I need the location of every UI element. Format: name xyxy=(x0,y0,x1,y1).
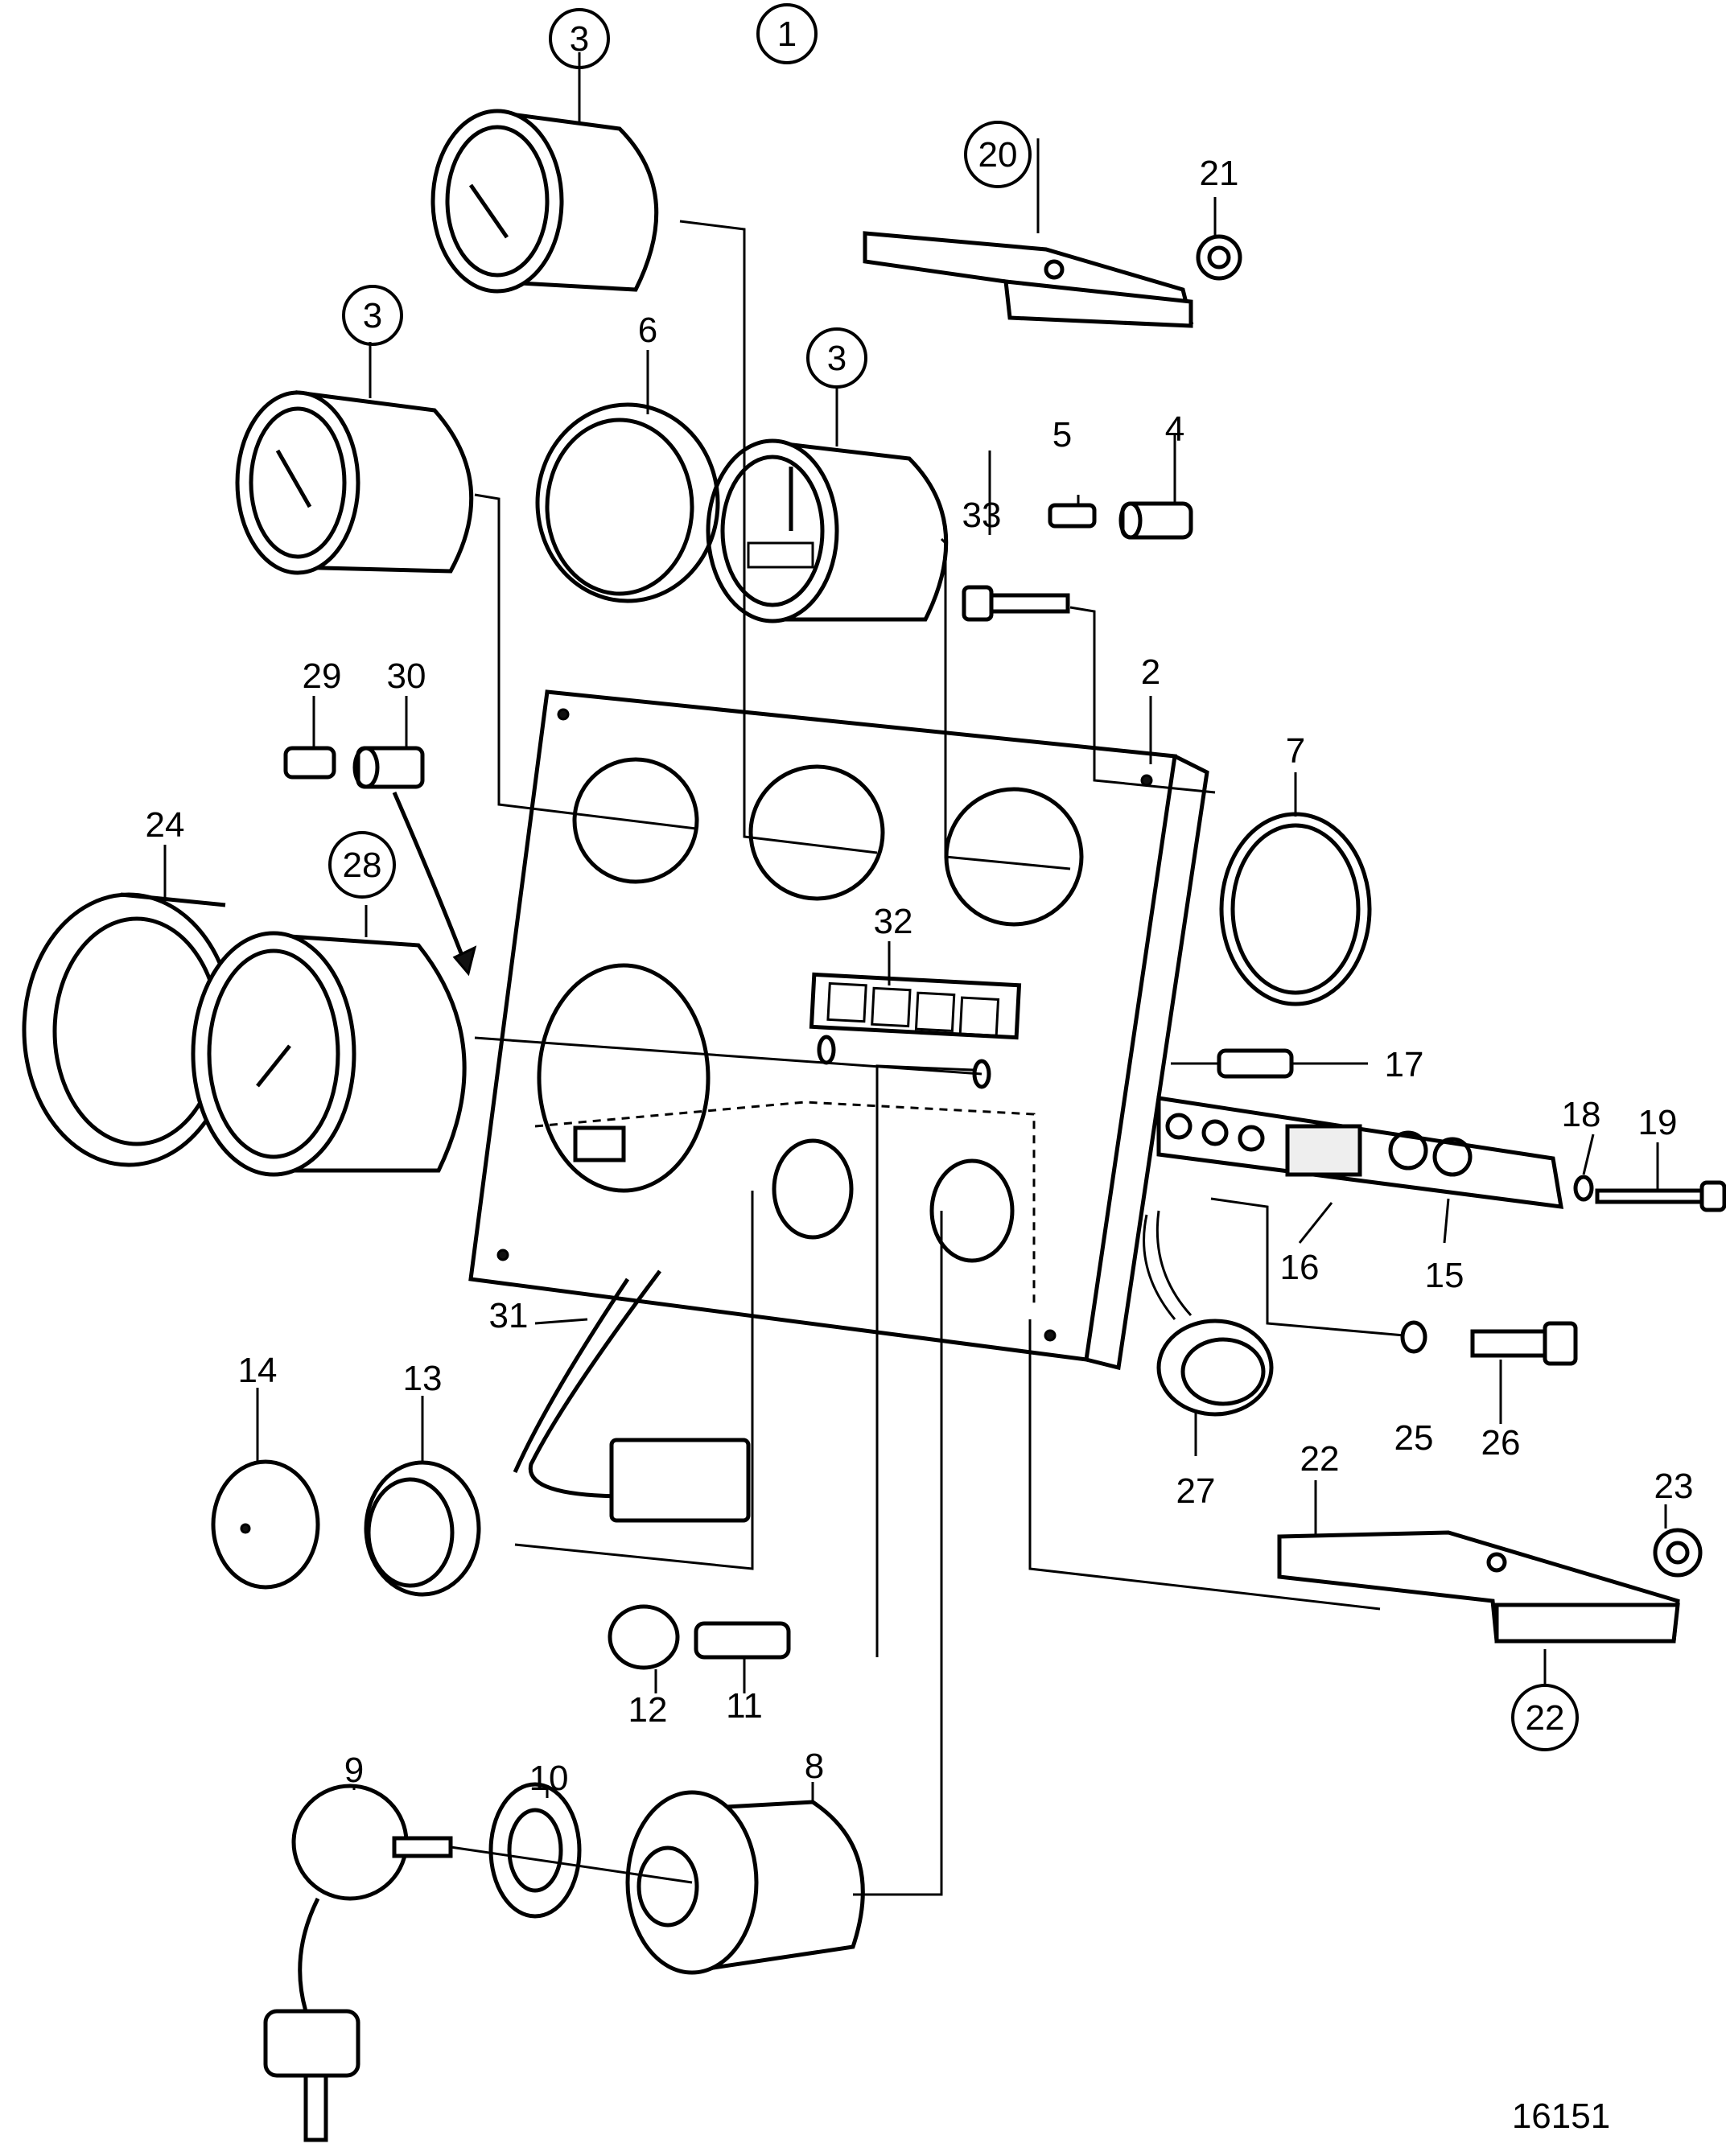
label-26: 26 xyxy=(1481,1423,1521,1463)
label-32: 32 xyxy=(874,902,913,941)
screw-33 xyxy=(962,585,1070,622)
washer-25 xyxy=(1400,1320,1427,1354)
svg-text:20: 20 xyxy=(978,135,1018,175)
bulb-holder-17 xyxy=(1217,1048,1294,1079)
bulb-29 xyxy=(283,746,336,780)
label-17: 17 xyxy=(1385,1045,1424,1084)
callout-22-circled: 22 xyxy=(1511,1684,1579,1751)
callout-labels: 1 3 3 3 20 28 22 21 6 5 4 33 2 xyxy=(146,3,1694,2136)
bracket-20 xyxy=(863,231,1194,328)
label-11: 11 xyxy=(726,1686,763,1726)
bulb-holder-30 xyxy=(352,746,477,977)
leader-lines xyxy=(163,52,1667,1896)
label-14: 14 xyxy=(238,1351,278,1390)
label-7: 7 xyxy=(1286,731,1305,771)
svg-text:3: 3 xyxy=(827,339,847,378)
label-18: 18 xyxy=(1562,1095,1601,1134)
nut-23 xyxy=(1653,1528,1703,1578)
label-33: 33 xyxy=(962,496,1002,535)
side-bracket-15-16 xyxy=(1156,1096,1564,1209)
drawing-number: 16151 xyxy=(1512,2096,1610,2136)
bulb-5 xyxy=(1048,503,1097,529)
svg-text:1: 1 xyxy=(777,14,797,54)
callout-1: 1 xyxy=(756,3,818,64)
screw-26 xyxy=(1470,1321,1578,1366)
label-19: 19 xyxy=(1638,1103,1678,1142)
label-13: 13 xyxy=(403,1359,443,1398)
label-27: 27 xyxy=(1176,1471,1216,1511)
label-31: 31 xyxy=(489,1296,529,1335)
svg-text:22: 22 xyxy=(1526,1698,1565,1738)
label-6: 6 xyxy=(638,311,657,350)
wiring-harness-31 xyxy=(513,1269,751,1523)
ignition-switch-8 xyxy=(625,1790,865,1975)
label-30: 30 xyxy=(387,656,426,696)
callout-28: 28 xyxy=(328,831,396,899)
label-2: 2 xyxy=(1141,652,1160,692)
label-5: 5 xyxy=(1052,415,1072,455)
bulb-holder-4 xyxy=(1118,501,1193,540)
label-23: 23 xyxy=(1654,1467,1694,1506)
bulb-12 xyxy=(608,1604,680,1670)
svg-text:3: 3 xyxy=(363,296,382,335)
holder-11 xyxy=(694,1621,791,1660)
cover-14 xyxy=(211,1459,320,1590)
label-8: 8 xyxy=(805,1747,824,1786)
nut-21 xyxy=(1196,234,1242,281)
gauge-left xyxy=(235,390,474,575)
label-4: 4 xyxy=(1165,409,1184,449)
callout-20: 20 xyxy=(964,121,1032,188)
nut-10 xyxy=(488,1782,582,1919)
callout-3-center: 3 xyxy=(806,327,867,389)
bezel-ring-7 xyxy=(1219,812,1372,1006)
label-10: 10 xyxy=(529,1759,569,1798)
label-24: 24 xyxy=(146,805,185,845)
bolt-19 xyxy=(1595,1180,1726,1212)
label-15: 15 xyxy=(1425,1256,1464,1295)
bracket-22 xyxy=(1277,1530,1680,1644)
plug-13 xyxy=(364,1460,481,1597)
svg-text:3: 3 xyxy=(570,19,589,59)
switch-knob-27 xyxy=(1143,1210,1274,1417)
label-21: 21 xyxy=(1200,154,1239,193)
label-12: 12 xyxy=(628,1690,668,1730)
washer-18 xyxy=(1573,1175,1594,1202)
key-9 xyxy=(263,1784,453,2142)
label-22: 22 xyxy=(1300,1439,1340,1479)
label-9: 9 xyxy=(344,1751,364,1790)
gauge-top xyxy=(430,109,659,294)
gauge-center xyxy=(706,438,949,623)
label-29: 29 xyxy=(303,656,342,696)
svg-text:28: 28 xyxy=(343,846,382,885)
callout-3-left: 3 xyxy=(342,285,403,346)
bezel-ring-6 xyxy=(535,402,720,603)
warning-lamp-strip xyxy=(809,972,1022,1040)
callout-3-top: 3 xyxy=(549,8,610,69)
large-gauge-28 xyxy=(191,931,467,1177)
label-25: 25 xyxy=(1394,1418,1434,1458)
label-16: 16 xyxy=(1280,1248,1320,1287)
